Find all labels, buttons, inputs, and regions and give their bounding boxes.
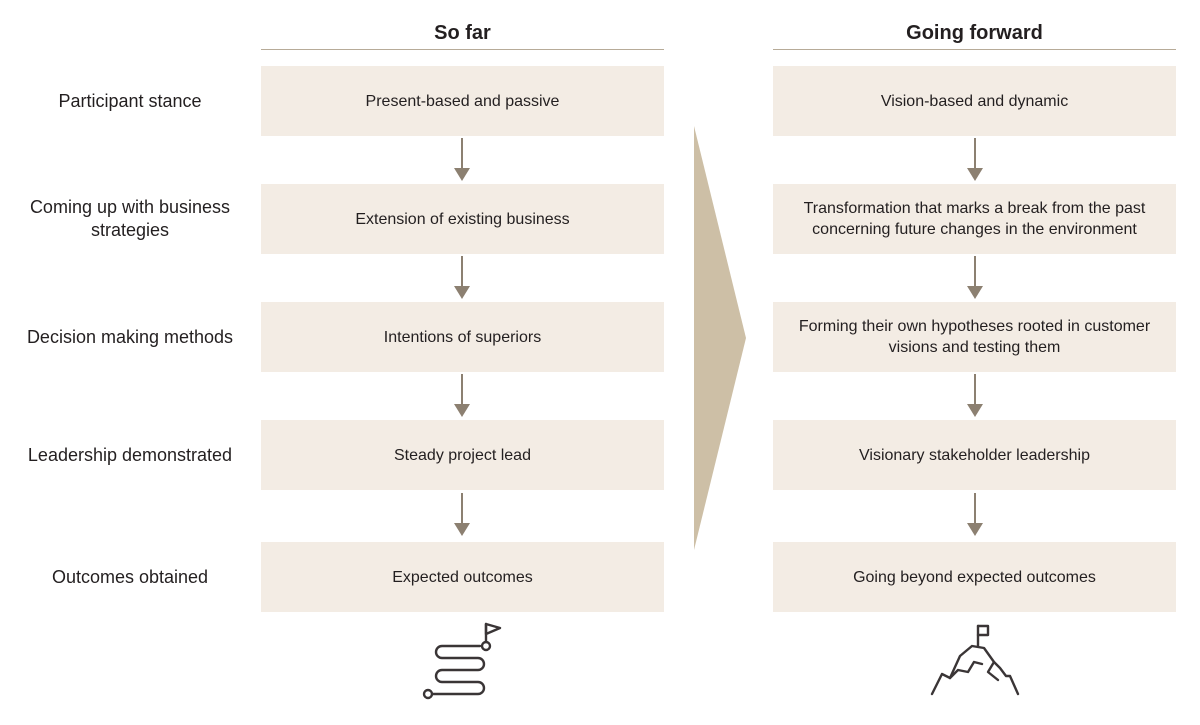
winding-path-flag-icon xyxy=(418,618,508,707)
arrow-down-icon xyxy=(452,138,472,182)
row-label-business-strategies: Coming up with business strategies xyxy=(29,197,231,240)
arrow-down-icon xyxy=(965,138,985,182)
chevron-right-icon xyxy=(694,126,748,555)
row-label-outcomes: Outcomes obtained xyxy=(51,566,209,587)
so-far-box-outcomes: Expected outcomes xyxy=(261,542,664,612)
going-forward-box-leadership: Visionary stakeholder leadership xyxy=(773,420,1176,490)
so-far-box-decision-making: Intentions of superiors xyxy=(261,302,664,372)
arrow-down-icon xyxy=(452,374,472,418)
so-far-box-participant-stance: Present-based and passive xyxy=(261,66,664,136)
mountain-summit-flag-icon xyxy=(928,622,1024,703)
going-forward-box-decision-making: Forming their own hypotheses rooted in c… xyxy=(773,302,1176,372)
arrow-down-icon xyxy=(452,256,472,300)
arrow-down-icon xyxy=(965,493,985,537)
so-far-box-leadership: Steady project lead xyxy=(261,420,664,490)
going-forward-header: Going forward xyxy=(773,20,1176,50)
row-label-leadership: Leadership demonstrated xyxy=(27,444,233,465)
arrow-down-icon xyxy=(965,374,985,418)
arrow-down-icon xyxy=(965,256,985,300)
going-forward-box-outcomes: Going beyond expected outcomes xyxy=(773,542,1176,612)
going-forward-box-participant-stance: Vision-based and dynamic xyxy=(773,66,1176,136)
row-label-participant-stance: Participant stance xyxy=(58,90,202,111)
arrow-down-icon xyxy=(452,493,472,537)
row-label-decision-making: Decision making methods xyxy=(26,326,234,347)
going-forward-box-business-strategies: Transformation that marks a break from t… xyxy=(773,184,1176,254)
so-far-header: So far xyxy=(261,20,664,50)
so-far-box-business-strategies: Extension of existing business xyxy=(261,184,664,254)
